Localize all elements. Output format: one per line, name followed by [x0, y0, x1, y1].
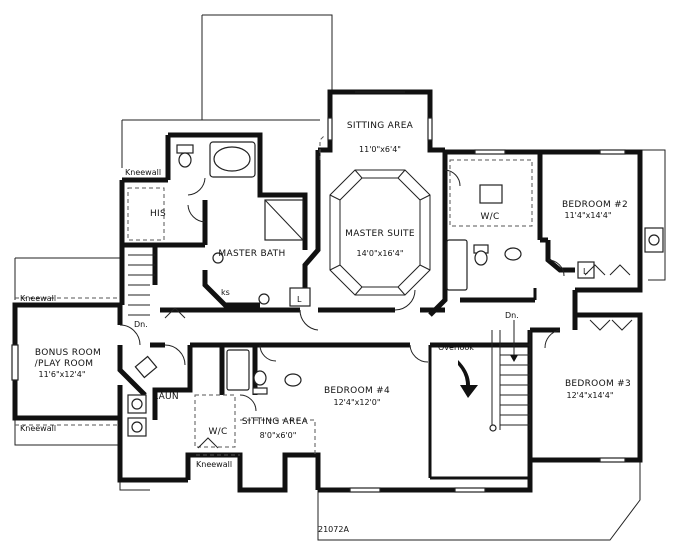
master-bath-name: MASTER BATH: [218, 249, 285, 259]
bedroom4-dim: 12'4"x12'0": [333, 398, 380, 407]
kneewall-left-label: Kneewall: [20, 294, 56, 303]
linen-label-2: L: [583, 267, 588, 276]
dn-left-label: Dn.: [134, 320, 148, 329]
bedroom2-dim: 11'4"x14'4": [564, 211, 611, 220]
bonus-room-name-1: BONUS ROOM: [35, 348, 101, 358]
overlook-label: Overlook: [438, 343, 474, 352]
stairs-left: [128, 254, 155, 316]
sitting-area-upper-name: SITTING AREA: [347, 121, 414, 131]
sitting-area-upper-dim: 11'0"x6'4": [359, 145, 401, 154]
kneewall-bottom-left-label: Kneewall: [20, 424, 56, 433]
stairs-right: [489, 320, 531, 432]
room-labels: SITTING AREA 11'0"x6'4" MASTER SUITE 14'…: [35, 121, 631, 440]
dashed-lines: [15, 134, 533, 456]
plan-number: 21072A: [318, 525, 349, 534]
bedroom2-name: BEDROOM #2: [562, 200, 628, 210]
sitting-area-lower-name: SITTING AREA: [242, 417, 309, 427]
overlook-arrow-icon: [458, 360, 478, 398]
fixtures: [127, 141, 664, 437]
laundry-name: LAUN: [153, 392, 179, 402]
bedroom3-name: BEDROOM #3: [565, 379, 631, 389]
bedroom3-dim: 12'4"x14'4": [566, 391, 613, 400]
linen-label-1: L: [297, 295, 302, 304]
wic-lower-label: W/C: [208, 427, 227, 437]
bedroom4-name: BEDROOM #4: [324, 386, 390, 396]
windows: [11, 91, 626, 493]
doors: [119, 169, 633, 449]
tray-ceiling: [329, 169, 431, 296]
bonus-room-dim: 11'6"x12'4": [38, 370, 85, 379]
his-closet-label: HIS: [150, 209, 166, 219]
ks-label: ks: [221, 288, 230, 297]
kneewall-top-label: Kneewall: [125, 168, 161, 177]
sitting-area-lower-dim: 8'0"x6'0": [260, 431, 297, 440]
bonus-room-name-2: /PLAY ROOM: [35, 359, 94, 369]
misc-labels: HIS W/C W/C Kneewall Kneewall Kneewall K…: [20, 168, 588, 534]
dn-right-label: Dn.: [505, 311, 519, 320]
roof-outline: [14, 14, 666, 541]
walls: [12, 89, 643, 493]
kneewall-bottom-label: Kneewall: [196, 460, 232, 469]
master-suite-dim: 14'0"x16'4": [356, 249, 403, 258]
master-suite-name: MASTER SUITE: [345, 229, 415, 239]
wic-upper-label: W/C: [480, 212, 499, 222]
